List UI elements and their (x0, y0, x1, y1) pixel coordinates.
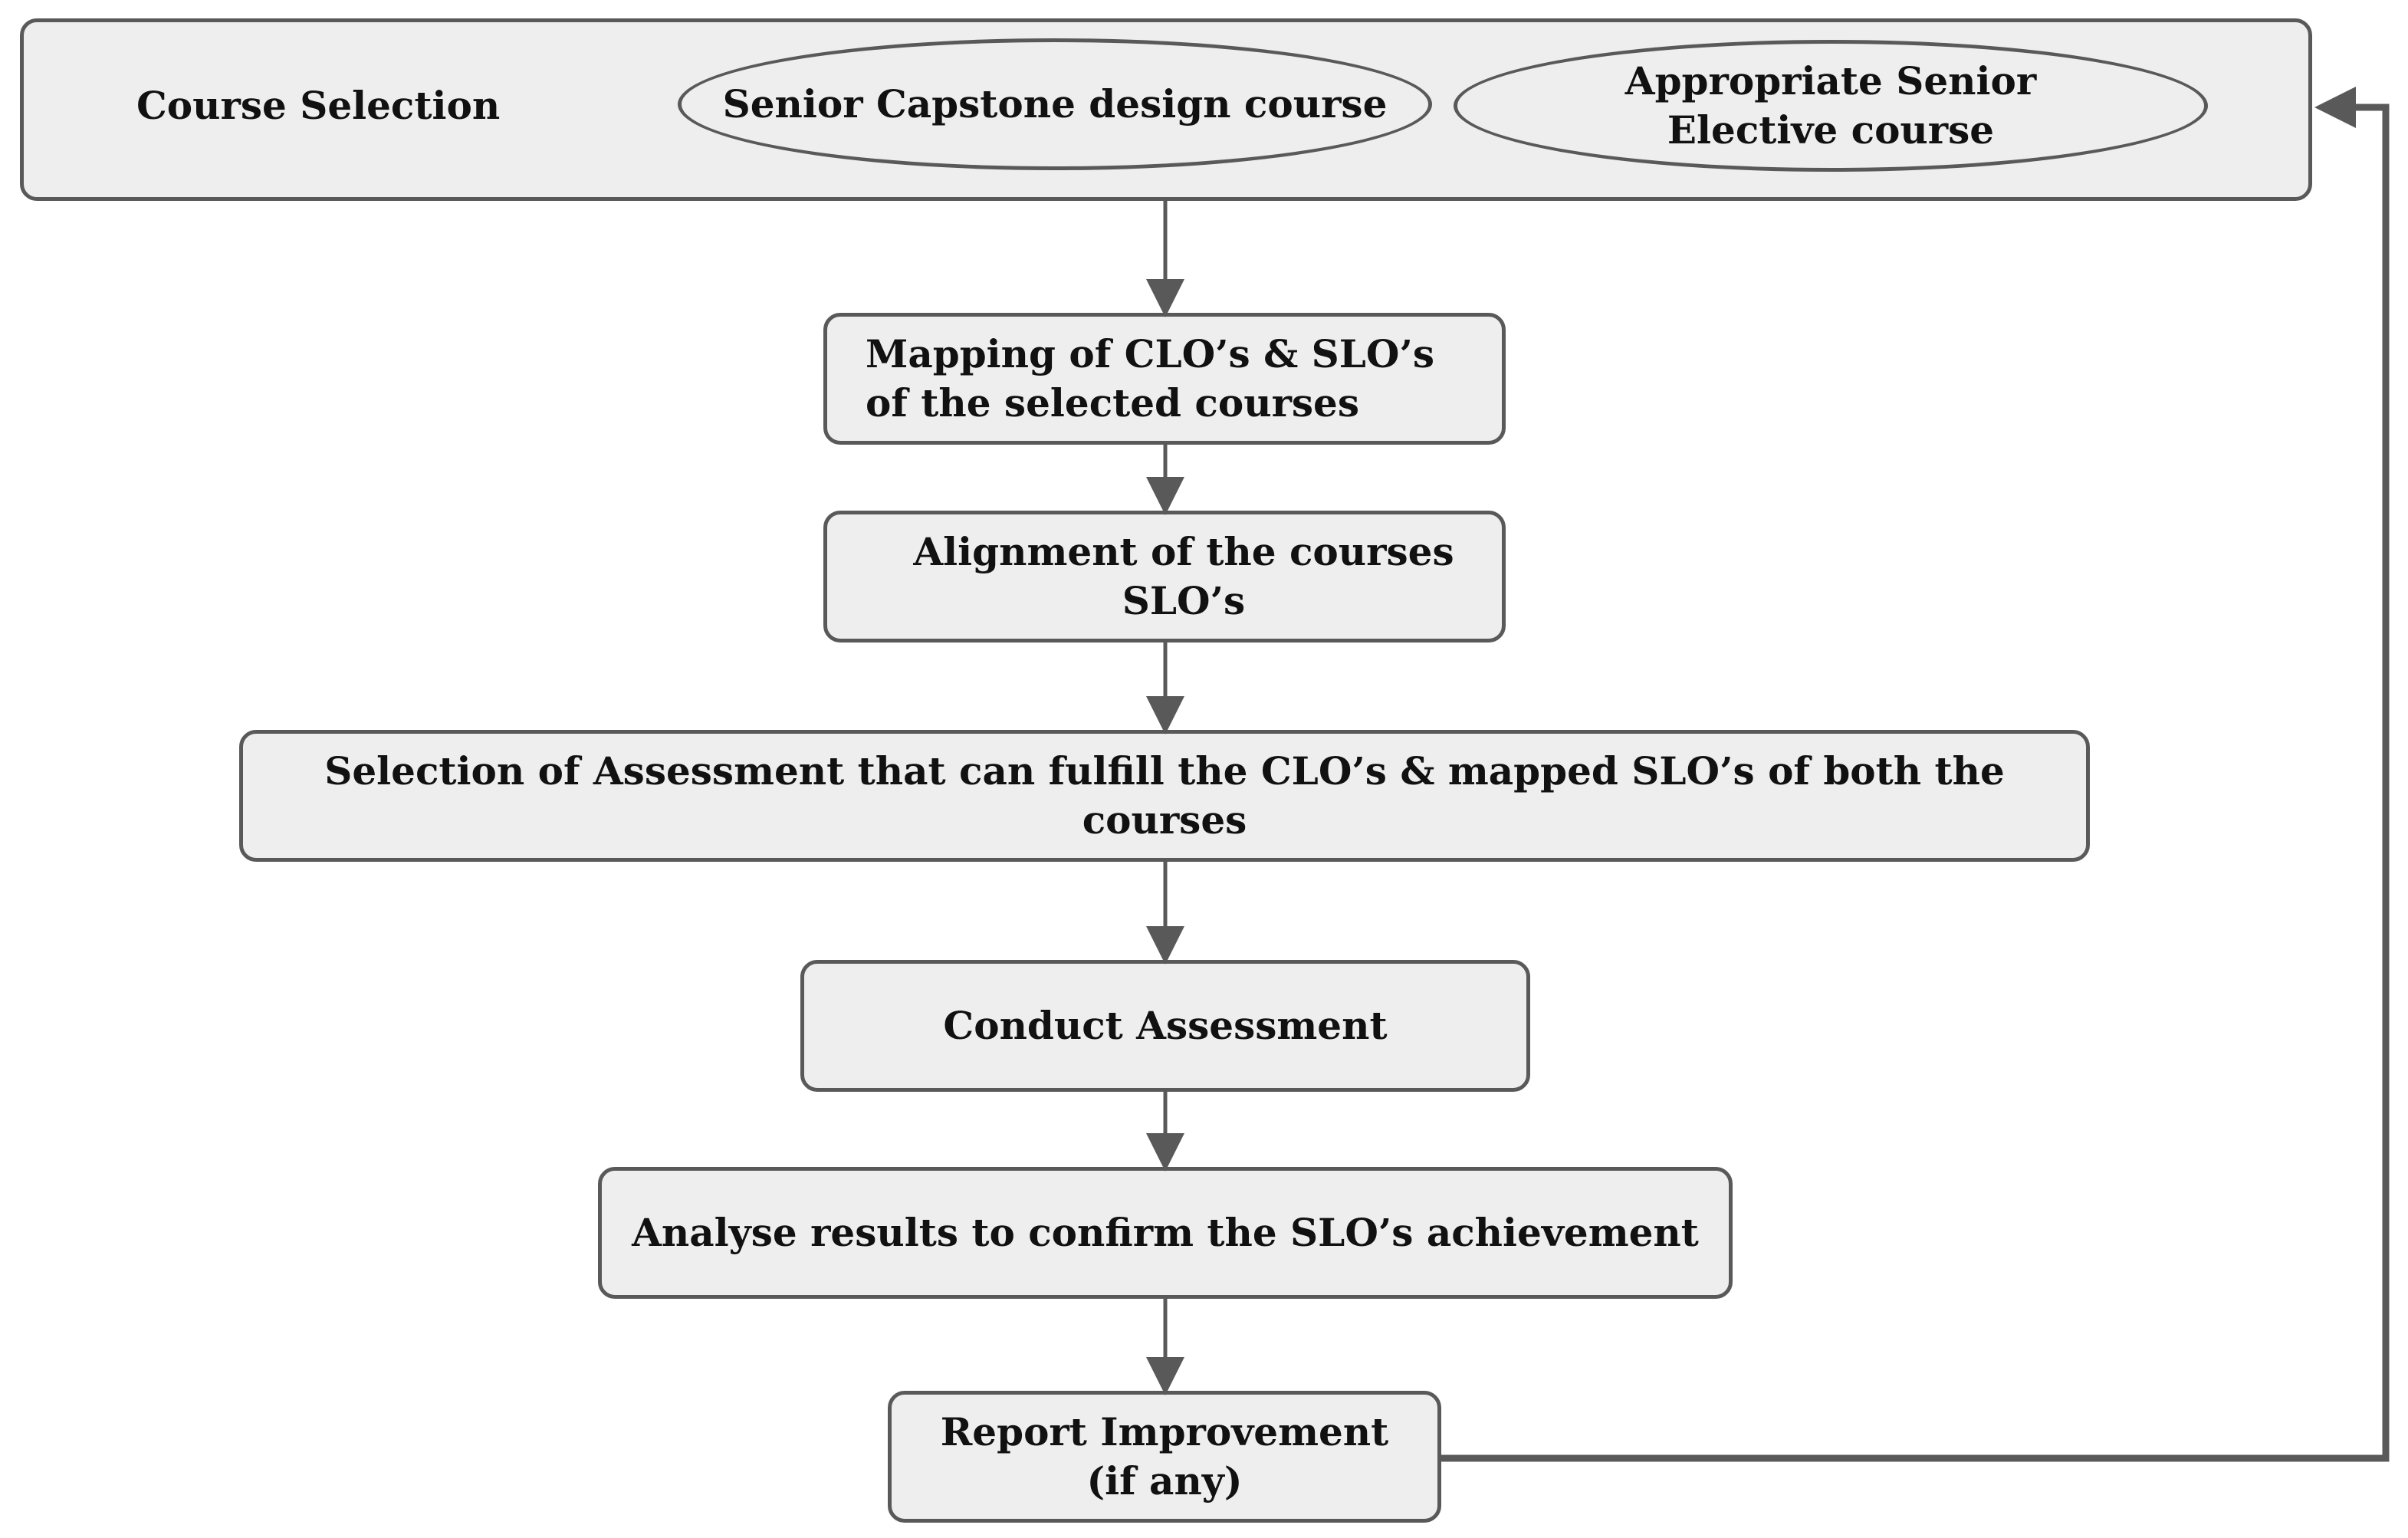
feedback-loop-arrow (1441, 87, 2390, 1462)
alignment-step-box: Alignment of the courses SLO’s (823, 511, 1506, 642)
analyse-results-step-box: Analyse results to confirm the SLO’s ach… (598, 1167, 1733, 1299)
analyse-results-step-label: Analyse results to confirm the SLO’s ach… (632, 1210, 1699, 1255)
conduct-assessment-step-label: Conduct Assessment (943, 1003, 1388, 1048)
assessment-selection-step-label: Selection of Assessment that can fulfill… (324, 748, 2005, 843)
senior-elective-course-label: Appropriate Senior Elective course (1624, 58, 2037, 153)
report-improvement-step-box: Report Improvement (if any) (888, 1391, 1441, 1523)
mapping-step-box: Mapping of CLO’s & SLO’s of the selected… (823, 313, 1506, 445)
alignment-step-label: Alignment of the courses SLO’s (913, 529, 1454, 623)
assessment-selection-step-box: Selection of Assessment that can fulfill… (239, 730, 2090, 862)
report-improvement-step-label: Report Improvement (if any) (940, 1409, 1389, 1503)
course-selection-title: Course Selection (136, 83, 501, 128)
conduct-assessment-step-box: Conduct Assessment (800, 960, 1530, 1092)
senior-elective-course-node: Appropriate Senior Elective course (1454, 40, 2208, 172)
mapping-step-label: Mapping of CLO’s & SLO’s of the selected… (866, 331, 1435, 426)
senior-capstone-course-node: Senior Capstone design course (678, 38, 1432, 170)
senior-capstone-course-label: Senior Capstone design course (722, 81, 1388, 127)
